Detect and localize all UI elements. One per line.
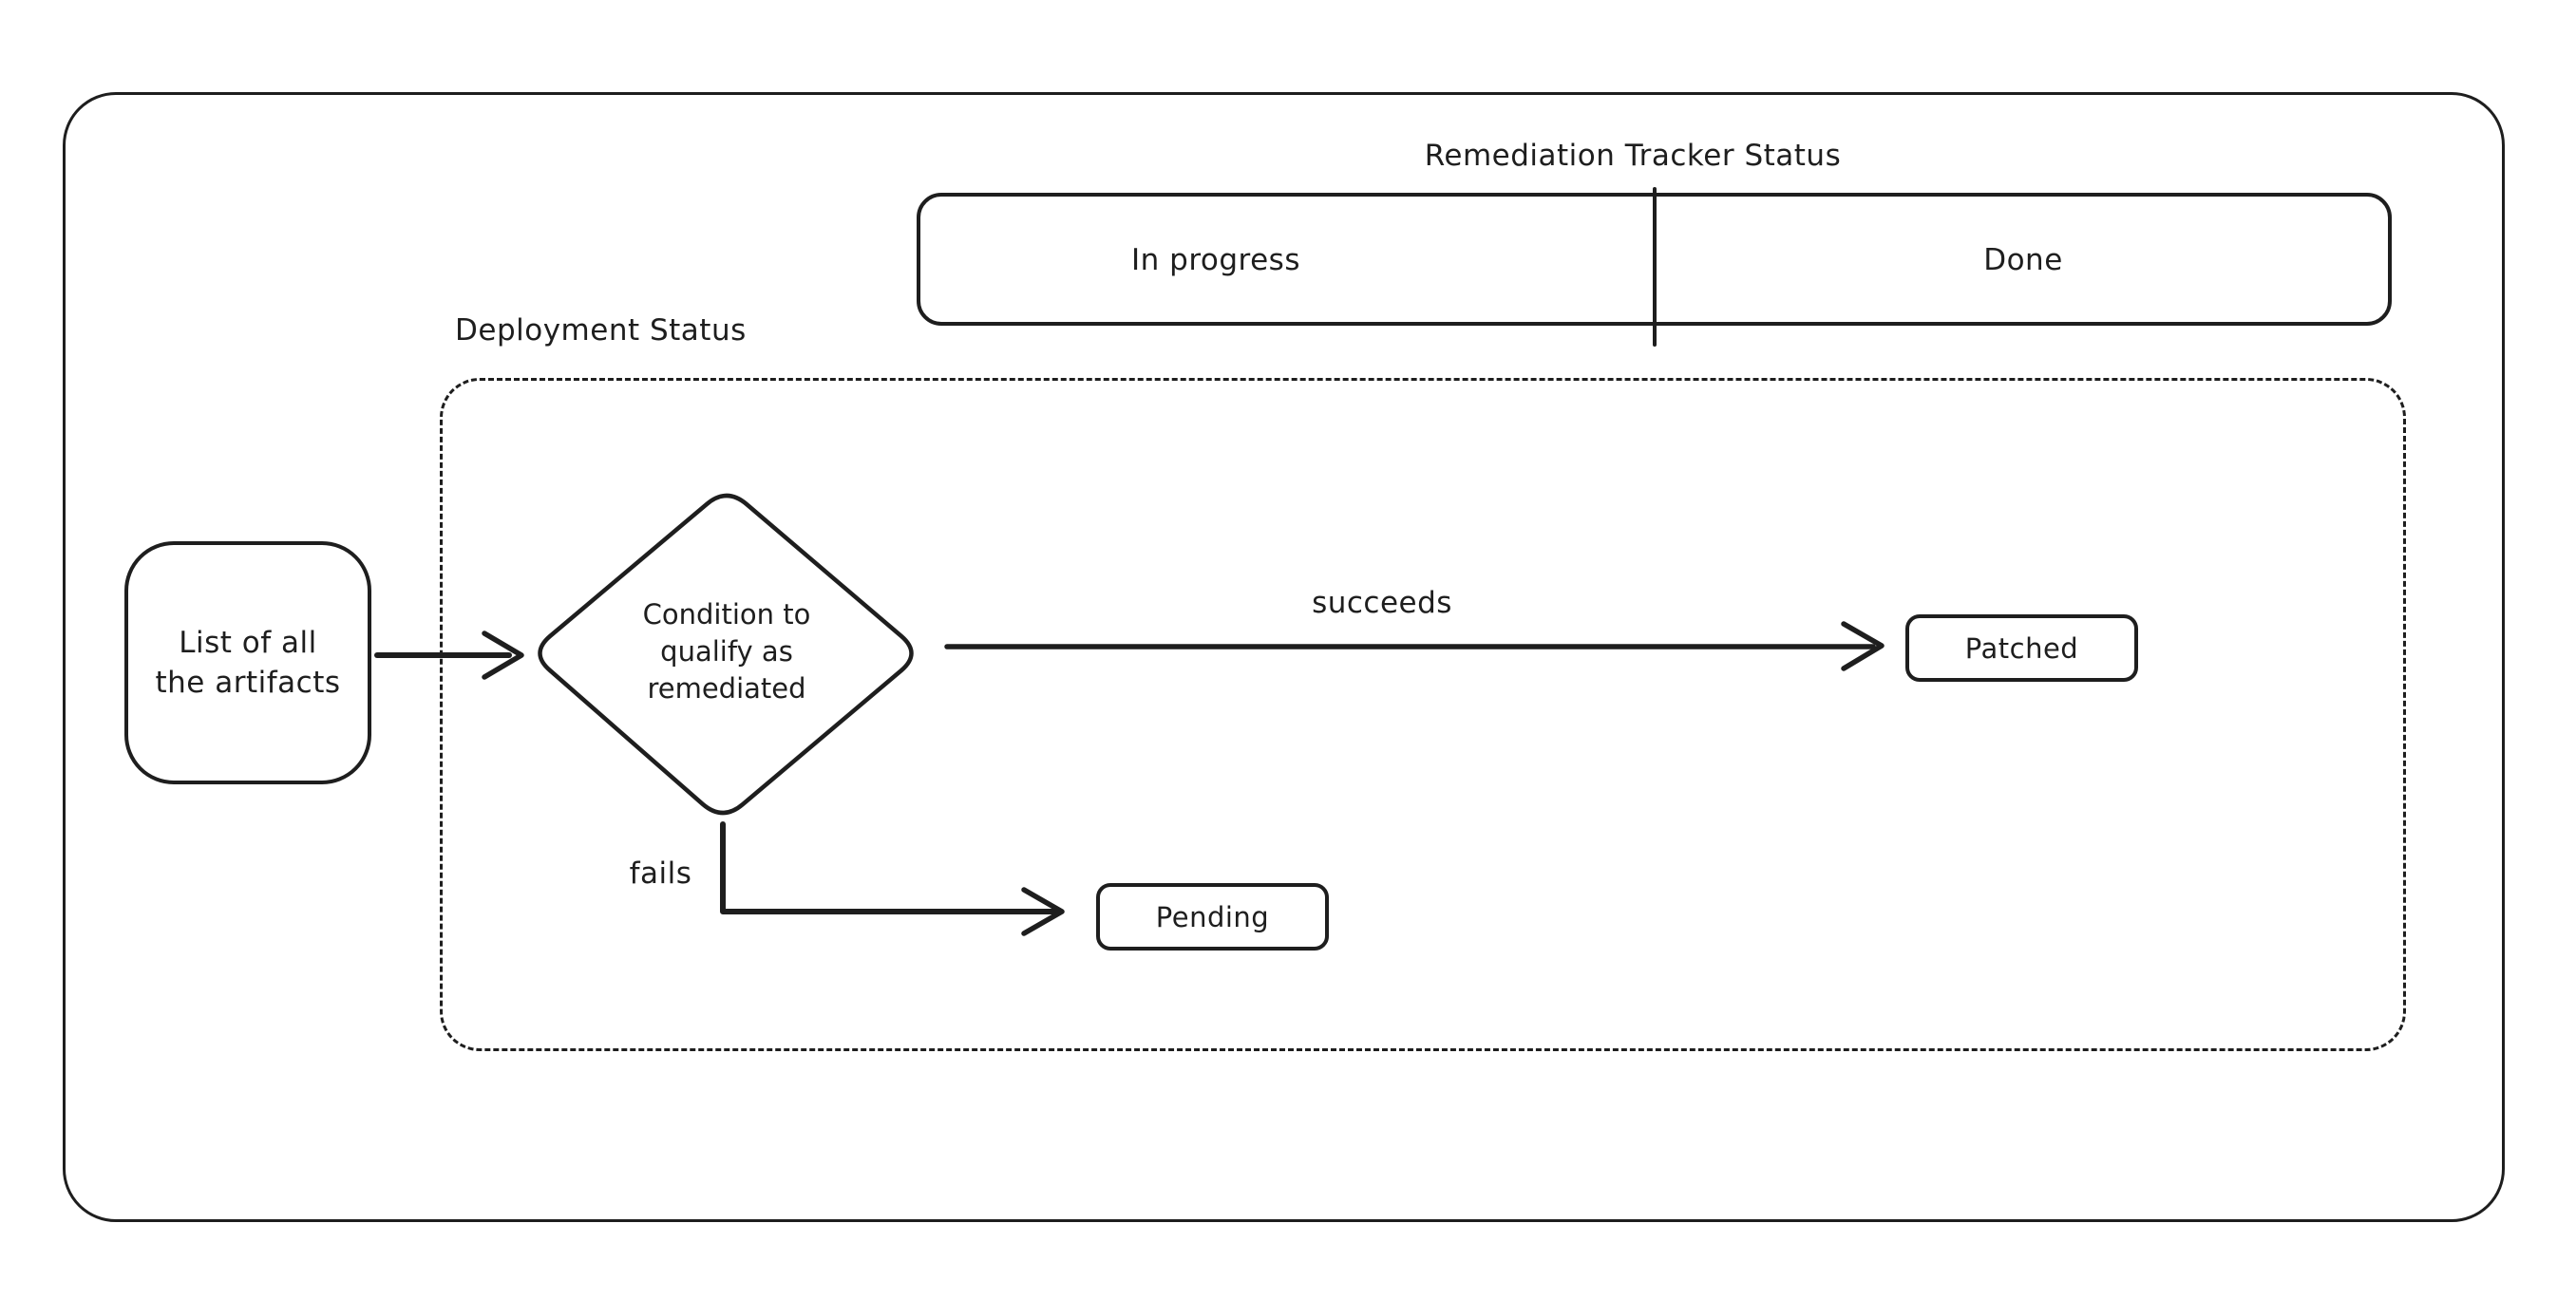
tracker-cell-in-progress: In progress [1131, 243, 1300, 277]
tracker-title[interactable]: Remediation Tracker Status [1424, 139, 1842, 173]
tracker-cell-done: Done [1983, 243, 2063, 277]
deployment-status-frame[interactable] [440, 378, 2406, 1051]
node-pending-label: Pending [1155, 900, 1270, 933]
arrow-succeeds-head [1841, 621, 1885, 671]
edge-label-fails[interactable]: fails [629, 857, 692, 891]
node-condition-diamond[interactable] [538, 493, 914, 816]
deployment-status-label[interactable]: Deployment Status [455, 313, 747, 348]
arrow-fails-to-pending[interactable] [720, 821, 1057, 914]
node-condition-label: Condition to qualify as remediated [642, 598, 811, 705]
node-pending[interactable]: Pending [1096, 883, 1329, 951]
node-patched-label: Patched [1964, 631, 2079, 665]
node-list-of-artifacts-label: List of all the artifacts [155, 626, 341, 700]
edge-label-succeeds[interactable]: succeeds [1312, 586, 1452, 620]
node-list-of-artifacts[interactable]: List of all the artifacts [124, 541, 371, 784]
tracker-bar-divider[interactable] [1653, 187, 1657, 347]
node-patched[interactable]: Patched [1905, 614, 2138, 682]
arrow-artifacts-to-condition-head [482, 631, 524, 680]
arrow-fails-head [1021, 887, 1065, 936]
